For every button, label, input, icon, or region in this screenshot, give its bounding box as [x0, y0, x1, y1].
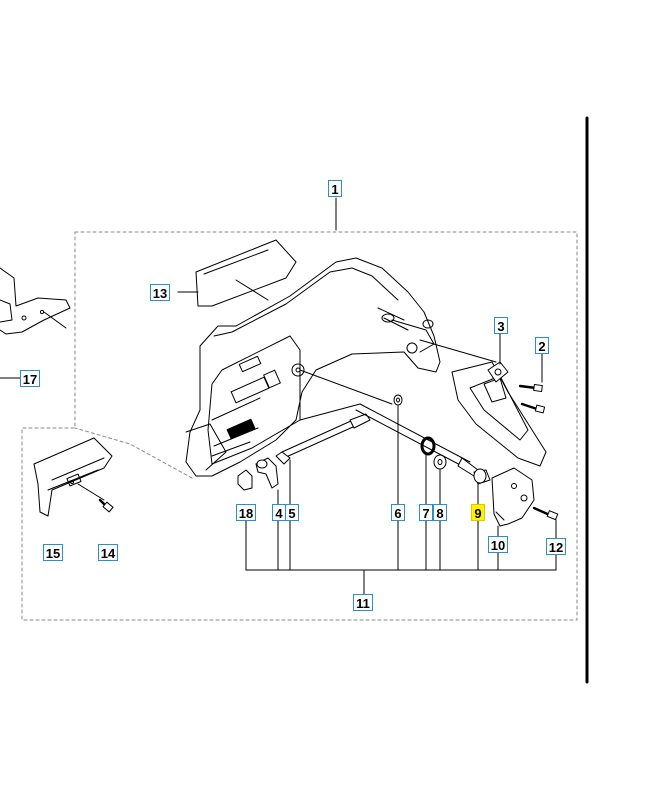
o-ring-part [420, 436, 436, 456]
callout-14[interactable]: 14 [98, 544, 118, 561]
screw-part [98, 498, 114, 513]
chain-guard-part [33, 437, 113, 517]
callout-10[interactable]: 10 [488, 536, 508, 553]
screw-part [532, 506, 559, 521]
clutch-cover-part [185, 257, 497, 477]
adjuster-nut-part [255, 457, 279, 489]
callout-5[interactable]: 5 [285, 504, 299, 521]
callout-4[interactable]: 4 [272, 504, 286, 521]
callout-8[interactable]: 8 [433, 504, 447, 521]
callout-7[interactable]: 7 [419, 504, 433, 521]
callout-1[interactable]: 1 [328, 180, 342, 197]
callout-15[interactable]: 15 [43, 544, 63, 561]
bar-stud-part [487, 361, 509, 383]
decal-part [177, 239, 297, 307]
adjuster-shaft-part [299, 403, 471, 469]
bushing-part [473, 468, 491, 485]
tension-rod-part [275, 413, 371, 465]
callout-9[interactable]: 9 [471, 504, 485, 521]
callout-13[interactable]: 13 [150, 284, 170, 301]
callout-3[interactable]: 3 [494, 317, 508, 334]
screw-part [518, 383, 546, 414]
bracket-part [491, 467, 535, 527]
plug-part [237, 469, 253, 491]
leader-line [74, 427, 193, 479]
left-bracket-part [0, 267, 71, 379]
washer-part [433, 454, 447, 470]
callout-6[interactable]: 6 [391, 504, 405, 521]
callout-11[interactable]: 11 [353, 594, 373, 611]
washer-part [393, 394, 403, 406]
leader-lines [245, 197, 557, 595]
callout-12[interactable]: 12 [546, 538, 566, 555]
callout-2[interactable]: 2 [535, 337, 549, 354]
callout-18[interactable]: 18 [236, 504, 256, 521]
callout-17[interactable]: 17 [20, 370, 40, 387]
